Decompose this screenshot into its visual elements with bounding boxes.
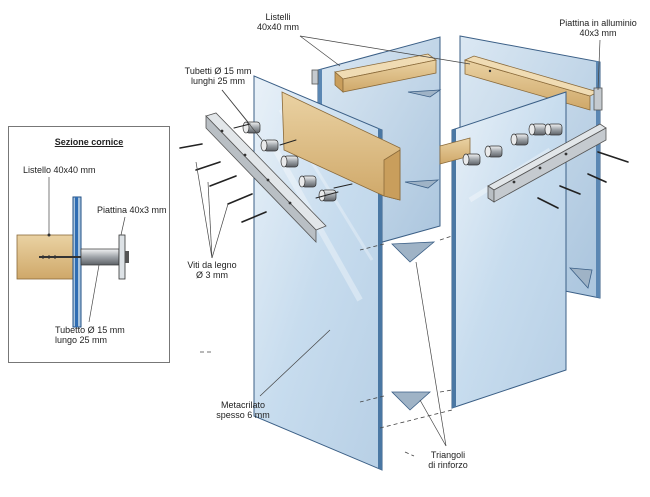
- inset-acrylic-edge: [75, 197, 78, 327]
- label-viti-line1: Viti da legno: [187, 260, 237, 270]
- label-triangoli-line1: Triangoli: [430, 450, 466, 460]
- label-piattina-alluminio: Piattina in alluminio 40x3 mm: [548, 18, 648, 38]
- label-triangoli-line2: di rinforzo: [428, 460, 468, 470]
- label-triangoli: Triangoli di rinforzo: [418, 450, 478, 470]
- label-tubetti-line1: Tubetti Ø 15 mm: [184, 66, 252, 76]
- inset-tube: [80, 248, 120, 266]
- left-aluminium-strip: [205, 112, 327, 243]
- right-tube-spacers: [462, 123, 563, 166]
- label-viti-line2: Ø 3 mm: [195, 270, 228, 280]
- top-wooden-batten: [334, 53, 437, 93]
- inset-label-listello: Listello 40x40 mm: [23, 165, 96, 175]
- inset-label-piattina: Piattina 40x3 mm: [97, 205, 167, 215]
- triangle-bracket-front-upper: [391, 241, 436, 263]
- inset-screw-head: [125, 251, 129, 263]
- label-viti: Viti da legno Ø 3 mm: [176, 260, 248, 280]
- inset-label-tubetto-1: Tubetto Ø 15 mm: [55, 325, 125, 335]
- label-metacrilato: Metacrilato spesso 6 mm: [208, 400, 278, 420]
- label-listelli-line1: Listelli: [265, 12, 291, 22]
- triangle-bracket-back: [407, 89, 442, 98]
- left-wood-screws: [179, 123, 353, 223]
- triangle-bracket-front-lower: [391, 391, 432, 411]
- left-tube-spacers: [242, 121, 337, 202]
- aluminium-flat-edge-left: [311, 69, 319, 85]
- label-tubetti-line2: lunghi 25 mm: [190, 76, 246, 86]
- label-metacrilato-line2: spesso 6 mm: [216, 410, 270, 420]
- left-vertical-wooden-batten: [281, 91, 401, 201]
- inset-drawing: [16, 177, 129, 328]
- inset-label-tubetto-2: lungo 25 mm: [55, 335, 108, 345]
- inset-title: Sezione cornice: [54, 137, 124, 147]
- label-metacrilato-line1: Metacrilato: [220, 400, 265, 410]
- triangle-bracket-mid: [404, 179, 440, 189]
- frame-section-inset: Sezione cornice Listello 40x40 mm Piatti…: [8, 126, 170, 363]
- assembly-guide-lines: [200, 235, 453, 457]
- label-listelli-line2: 40x40 mm: [256, 22, 300, 32]
- label-tubetti: Tubetti Ø 15 mm lunghi 25 mm: [170, 66, 266, 86]
- label-piattina-line1: Piattina in alluminio: [559, 18, 637, 28]
- label-piattina-line2: 40x3 mm: [579, 28, 617, 38]
- aluminium-flat-edge: [593, 87, 603, 111]
- inset-aluminium-flat: [118, 234, 126, 280]
- right-aluminium-strip: [487, 123, 607, 203]
- right-wood-screws: [537, 151, 629, 209]
- triangle-bracket-right: [569, 267, 593, 289]
- leader-lines: [195, 35, 601, 447]
- label-listelli: Listelli 40x40 mm: [238, 12, 318, 32]
